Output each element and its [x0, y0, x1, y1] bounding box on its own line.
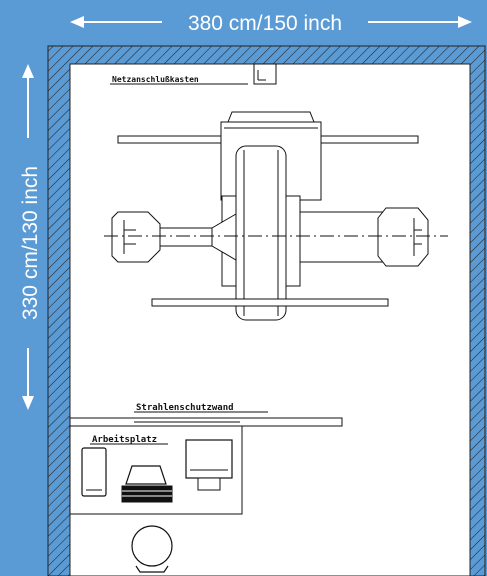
power-box: Netzanschlußkasten	[110, 63, 277, 85]
chair	[131, 525, 173, 573]
xray-unit	[104, 111, 448, 321]
width-dimension: 380 cm/150 inch	[70, 12, 472, 35]
chair-seat	[131, 525, 173, 567]
control-console	[125, 465, 167, 485]
right-beam	[299, 211, 387, 263]
monitor	[185, 439, 233, 479]
housing-cap	[227, 111, 315, 123]
height-arrow-bottom-head	[22, 396, 34, 410]
power-box-label: Netzanschlußkasten	[112, 75, 199, 84]
height-label: 330 cm/130 inch	[19, 166, 42, 320]
width-arrow-right-head	[458, 16, 472, 28]
height-dimension: 330 cm/130 inch	[19, 64, 42, 410]
height-arrow-top-head	[22, 64, 34, 78]
workstation: Arbeitsplatz	[69, 425, 243, 515]
bottom-arm	[151, 298, 389, 307]
left-head	[111, 211, 161, 263]
chair-base	[135, 565, 169, 573]
workstation-label: Arbeitsplatz	[92, 434, 157, 445]
power-box-outline	[253, 63, 277, 85]
computer-tower	[81, 447, 107, 497]
monitor-stand	[197, 477, 221, 491]
keyboard	[121, 485, 173, 503]
right-head	[377, 207, 429, 267]
width-label: 380 cm/150 inch	[188, 12, 342, 35]
width-arrow-left-head	[70, 16, 84, 28]
shield-wall-label: Strahlenschutzwand	[136, 403, 234, 413]
right-block	[285, 195, 301, 287]
left-shaft	[159, 227, 213, 247]
